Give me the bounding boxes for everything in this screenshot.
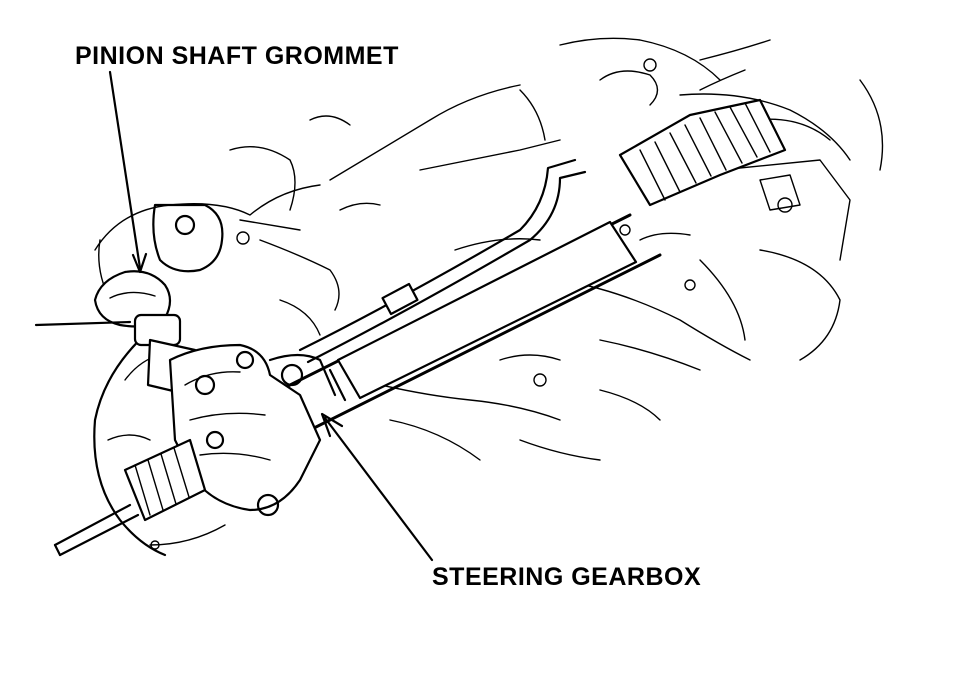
left-boot <box>123 438 207 522</box>
steering-gearbox-label: STEERING GEARBOX <box>432 563 702 591</box>
leader-lines <box>34 70 434 562</box>
gearbox-housing <box>168 343 337 517</box>
tie-rod <box>53 503 140 557</box>
right-boot <box>618 69 787 207</box>
pinion-shaft-grommet-label: PINION SHAFT GROMMET <box>75 42 399 70</box>
steering-rack <box>268 158 662 437</box>
mount-bracket <box>152 203 250 273</box>
chassis-background <box>94 37 884 461</box>
